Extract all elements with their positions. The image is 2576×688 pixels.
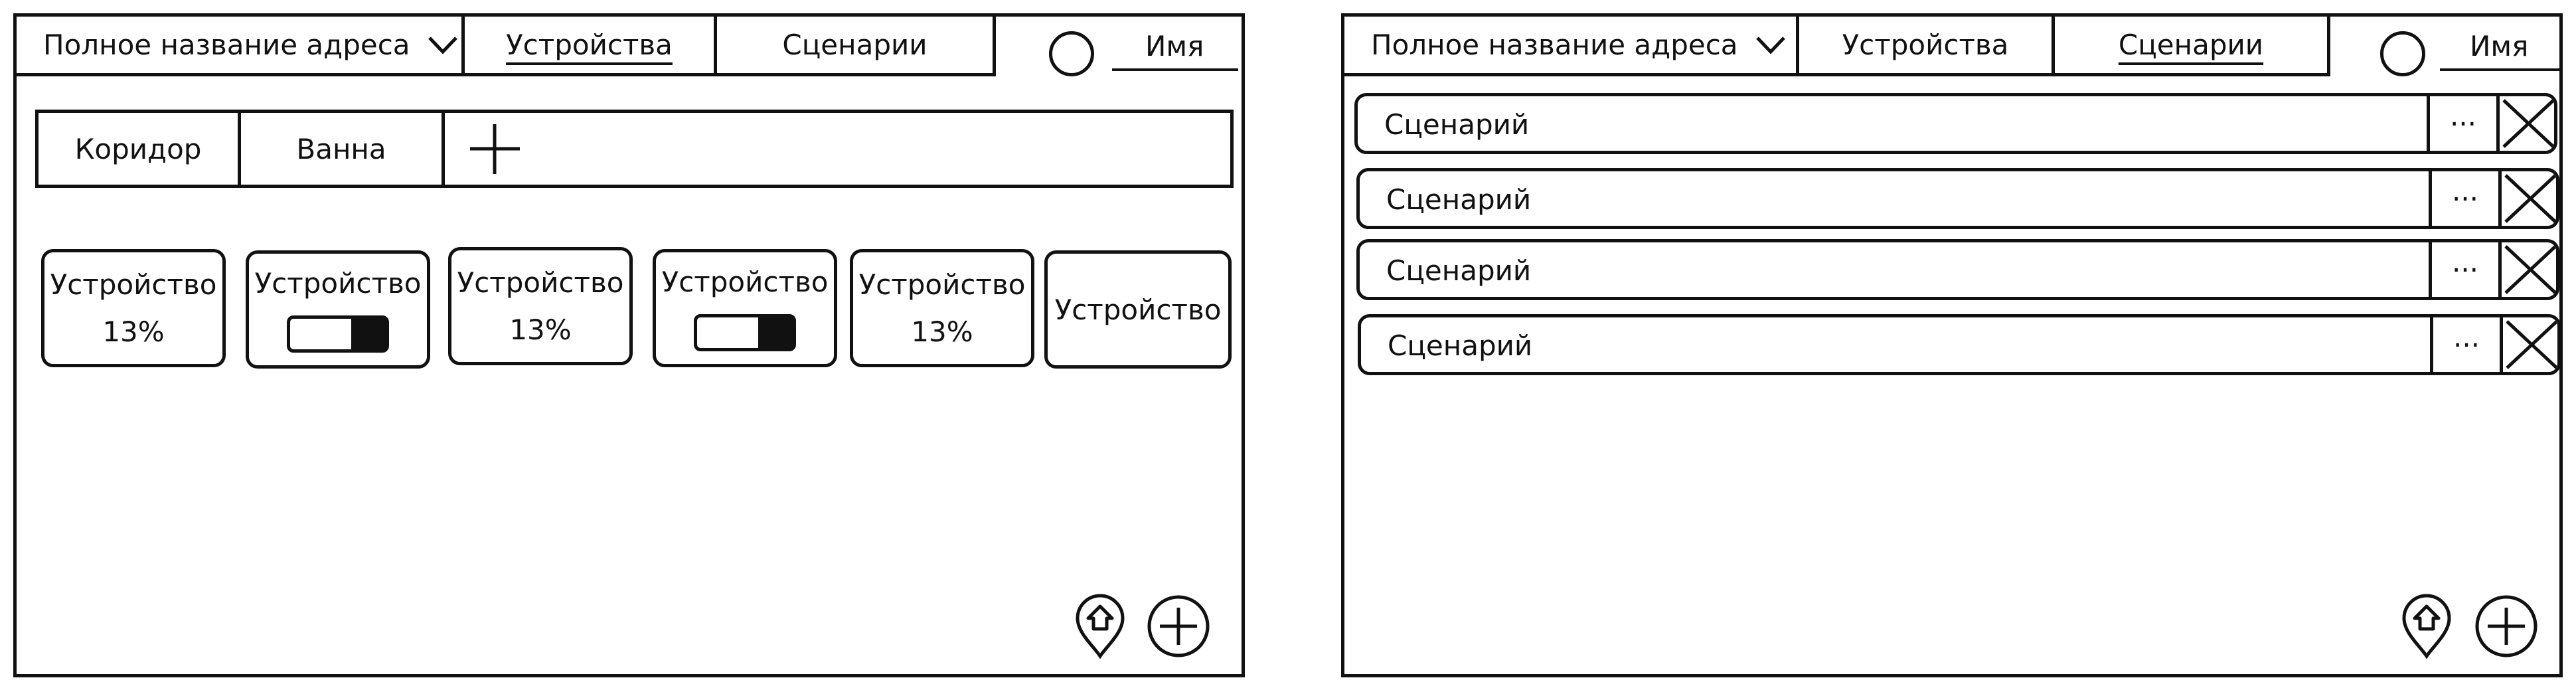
device-label: Устройство (661, 265, 829, 298)
scenarios-screen: Полное название адреса Устройства Сценар… (1341, 13, 2563, 677)
scenario-more-button[interactable]: ··· (2430, 317, 2500, 372)
scenario-row[interactable]: Сценарий ··· (1356, 168, 2559, 229)
address-selector[interactable]: Полное название адреса (1341, 13, 1799, 76)
tab-devices[interactable]: Устройства (461, 13, 717, 76)
room-tab-bath[interactable]: Ванна (238, 110, 445, 188)
address-selector[interactable]: Полное название адреса (13, 13, 465, 76)
devices-screen: Полное название адреса Устройства Сценар… (13, 13, 1245, 677)
tab-scenarios[interactable]: Сценарии (714, 13, 996, 76)
tab-scenarios-label: Сценарии (782, 29, 927, 61)
tab-devices[interactable]: Устройства (1796, 13, 2055, 76)
x-icon[interactable] (2496, 96, 2554, 151)
home-pin-icon[interactable] (2400, 593, 2453, 659)
x-icon[interactable] (2498, 242, 2556, 297)
room-label: Ванна (296, 132, 386, 165)
user-name[interactable]: Имя (2470, 30, 2529, 62)
address-label: Полное название адреса (43, 29, 410, 61)
device-card[interactable]: Устройство (653, 249, 837, 367)
device-label: Устройство (858, 268, 1026, 301)
circle-plus-icon[interactable] (2473, 593, 2539, 659)
chevron-down-icon (1755, 35, 1786, 55)
device-card[interactable]: Устройство 13% (850, 249, 1034, 367)
scenario-more-button[interactable]: ··· (2429, 171, 2498, 226)
device-card[interactable]: Устройство (246, 250, 430, 369)
device-value: 13% (911, 315, 973, 348)
device-value: 13% (509, 313, 572, 346)
home-pin-icon[interactable] (1074, 593, 1127, 659)
scenario-more-button[interactable]: ··· (2427, 96, 2496, 151)
device-card[interactable]: Устройство 13% (448, 247, 633, 365)
chevron-down-icon (428, 35, 458, 55)
device-label: Устройство (457, 266, 624, 299)
device-toggle[interactable] (694, 313, 796, 351)
tab-scenarios-label: Сценарии (2118, 29, 2264, 61)
scenario-label: Сценарий (1388, 329, 1533, 362)
device-card[interactable]: Устройство (1044, 250, 1232, 369)
device-toggle[interactable] (287, 315, 389, 353)
tab-devices-label: Устройства (506, 29, 673, 61)
device-value: 13% (102, 315, 165, 348)
device-label: Устройство (254, 266, 422, 300)
scenario-more-button[interactable]: ··· (2429, 242, 2498, 297)
user-name-underline (2440, 68, 2563, 71)
device-label: Устройство (1054, 293, 1222, 326)
room-tab-corridor[interactable]: Коридор (35, 110, 241, 188)
user-name[interactable]: Имя (1145, 30, 1204, 62)
device-label: Устройство (50, 268, 217, 301)
avatar[interactable] (1049, 31, 1094, 76)
address-label: Полное название адреса (1371, 29, 1738, 61)
user-name-underline (1112, 68, 1238, 71)
device-card[interactable]: Устройство 13% (41, 249, 226, 367)
scenario-label: Сценарий (1386, 254, 1532, 287)
tab-devices-label: Устройства (1842, 29, 2009, 61)
scenario-row[interactable]: Сценарий ··· (1354, 93, 2557, 154)
toggle-knob (351, 317, 387, 351)
scenario-row[interactable]: Сценарий ··· (1358, 314, 2561, 375)
rooms-bar: Коридор Ванна (35, 110, 1234, 188)
tab-scenarios[interactable]: Сценарии (2052, 13, 2330, 76)
scenario-row[interactable]: Сценарий ··· (1356, 239, 2559, 300)
avatar[interactable] (2380, 31, 2425, 76)
room-label: Коридор (74, 132, 202, 165)
toggle-knob (758, 315, 794, 349)
scenario-label: Сценарий (1384, 108, 1530, 141)
circle-plus-icon[interactable] (1145, 593, 1212, 659)
x-icon[interactable] (2498, 171, 2556, 226)
plus-icon[interactable] (467, 121, 523, 177)
scenario-label: Сценарий (1386, 183, 1532, 216)
x-icon[interactable] (2500, 317, 2557, 372)
